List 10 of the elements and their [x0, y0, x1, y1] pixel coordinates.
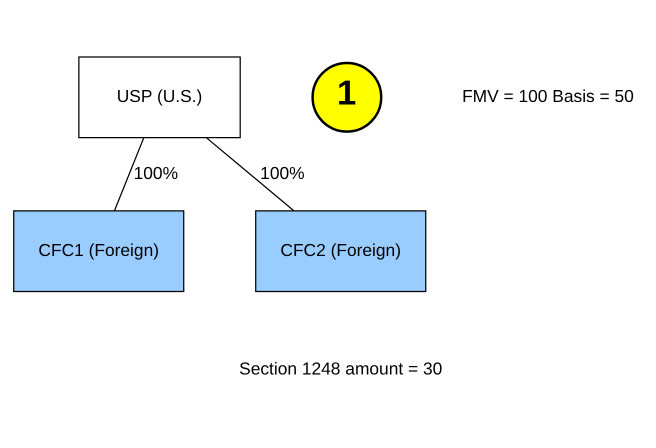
- node-box: USP (U.S.): [78, 56, 241, 138]
- node-box: CFC2 (Foreign): [255, 210, 426, 292]
- node-box: CFC1 (Foreign): [13, 210, 184, 292]
- connector: [206, 136, 294, 211]
- node-circle: 1: [311, 61, 382, 132]
- label: Section 1248 amount = 30: [239, 358, 442, 378]
- edge-label: 100%: [134, 162, 178, 182]
- connector: [114, 137, 144, 210]
- label: FMV = 100 Basis = 50: [462, 85, 634, 106]
- edge-label: 100%: [260, 162, 305, 182]
